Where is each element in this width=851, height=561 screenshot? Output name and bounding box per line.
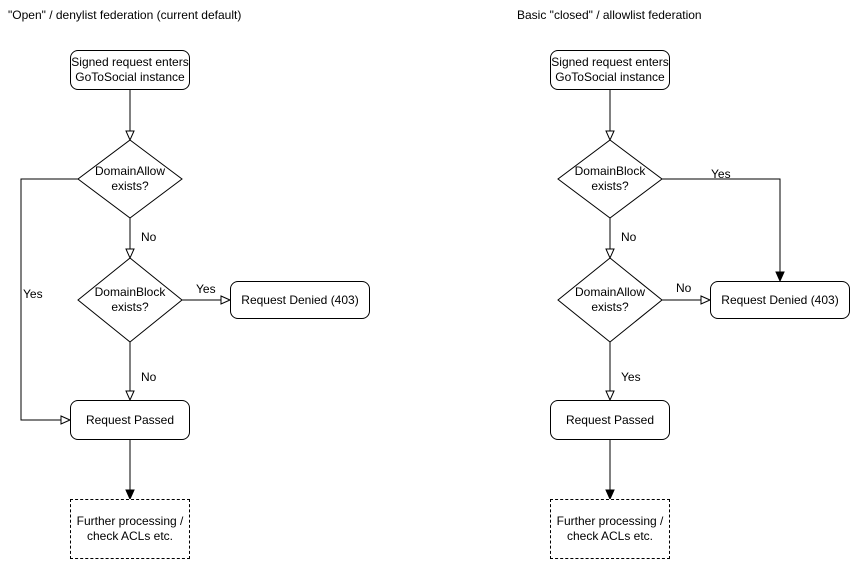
left-domainallow-yes-label: Yes [23, 287, 43, 301]
right-domainblock-no-label: No [621, 230, 637, 244]
left-further-processing-node: Further processing / check ACLs etc. [70, 499, 190, 559]
left-domainallow-decision-diamond [77, 139, 183, 219]
left-request-denied-node: Request Denied (403) [230, 281, 370, 319]
right-chart-title: Basic "closed" / allowlist federation [517, 8, 702, 22]
right-start-node: Signed request enters GoToSocial instanc… [550, 50, 670, 90]
right-domainallow-no-label: No [676, 281, 692, 295]
right-domainallow-decision-diamond [557, 257, 663, 343]
left-domainblock-decision-diamond [77, 257, 183, 343]
right-further-processing-node: Further processing / check ACLs etc. [550, 499, 670, 559]
right-request-denied-node: Request Denied (403) [710, 281, 850, 319]
edge-left-domainallow-yes-to-passed [20, 178, 78, 420]
left-domainblock-no-label: No [141, 370, 157, 384]
left-chart-title: "Open" / denylist federation (current de… [8, 8, 242, 22]
left-domainallow-no-label: No [141, 230, 157, 244]
right-domainblock-decision-diamond [557, 139, 663, 219]
right-domainallow-yes-label: Yes [621, 370, 641, 384]
left-start-node: Signed request enters GoToSocial instanc… [70, 50, 190, 90]
edge-right-domainblock-yes-to-denied [662, 178, 780, 281]
right-domainblock-yes-label: Yes [711, 167, 731, 181]
left-domainblock-yes-label: Yes [196, 282, 216, 296]
right-request-passed-node: Request Passed [550, 400, 670, 440]
left-request-passed-node: Request Passed [70, 400, 190, 440]
